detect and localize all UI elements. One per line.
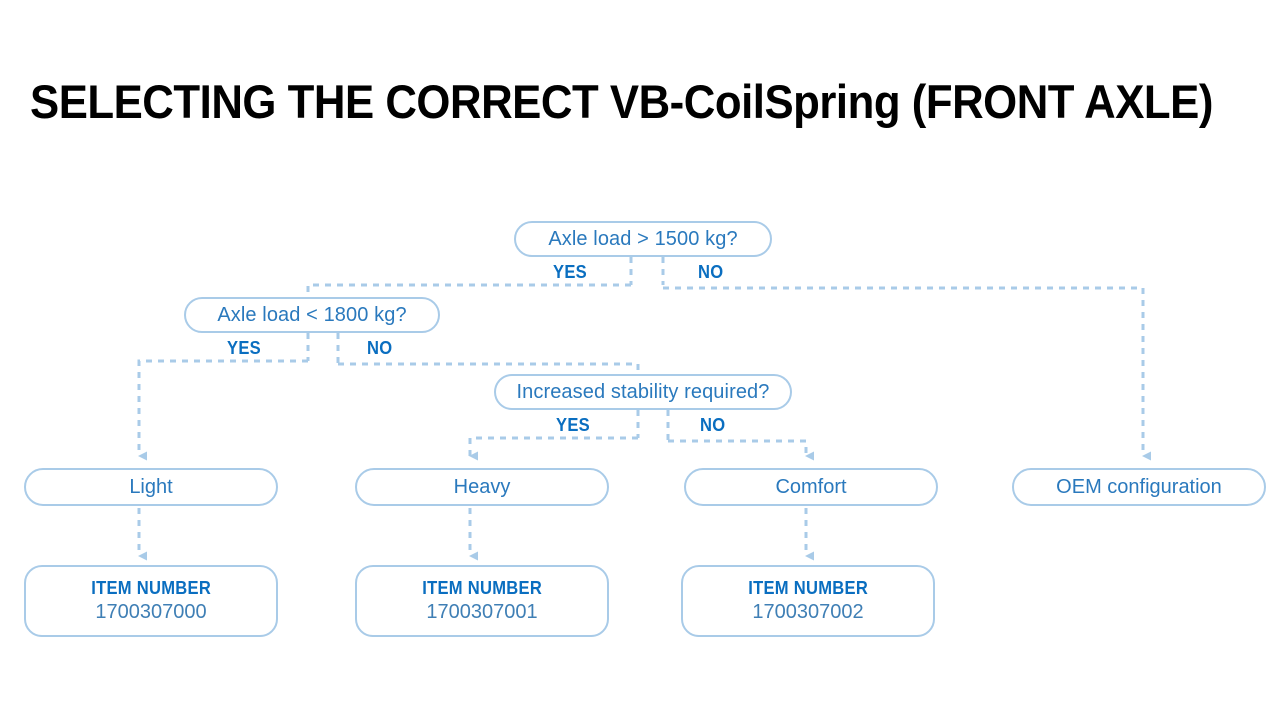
item-number-value: 1700307001 <box>426 601 538 623</box>
branch-label-q3-no: NO <box>700 415 726 435</box>
result-node-oem-configuration[interactable]: OEM configuration <box>1012 468 1266 506</box>
decision-label: Axle load < 1800 kg? <box>217 303 407 326</box>
edge-q1-to-oem <box>663 286 1151 461</box>
item-number-value: 1700307000 <box>95 601 207 623</box>
decision-label: Increased stability required? <box>516 380 770 403</box>
result-node-light[interactable]: Light <box>24 468 278 506</box>
edge-q3-to-heavy <box>468 436 638 461</box>
item-number-label: ITEM NUMBER <box>91 578 211 598</box>
result-label: Heavy <box>453 475 511 498</box>
item-number-label: ITEM NUMBER <box>422 578 542 598</box>
edge-q2-to-q3 <box>338 362 640 376</box>
page-title: SELECTING THE CORRECT VB-CoilSpring (FRO… <box>30 75 1213 128</box>
edge-q3-to-comfort <box>668 439 814 461</box>
decision-node-increased-stability[interactable]: Increased stability required? <box>494 374 792 410</box>
branch-label-q1-no: NO <box>698 262 724 282</box>
result-label: Comfort <box>775 475 847 498</box>
item-number-box-light[interactable]: ITEM NUMBER 1700307000 <box>24 565 278 637</box>
result-label: OEM configuration <box>1056 475 1222 498</box>
item-number-box-heavy[interactable]: ITEM NUMBER 1700307001 <box>355 565 609 637</box>
branch-label-q3-yes: YES <box>556 415 590 435</box>
item-number-label: ITEM NUMBER <box>748 578 868 598</box>
decision-label: Axle load > 1500 kg? <box>548 227 738 250</box>
branch-label-q2-yes: YES <box>227 338 261 358</box>
result-node-comfort[interactable]: Comfort <box>684 468 938 506</box>
item-number-value: 1700307002 <box>752 601 864 623</box>
branch-label-q1-yes: YES <box>553 262 587 282</box>
result-label: Light <box>129 475 173 498</box>
decision-node-axle-load-1800[interactable]: Axle load < 1800 kg? <box>184 297 440 333</box>
edge-q2-to-light <box>137 359 308 461</box>
decision-node-axle-load-1500[interactable]: Axle load > 1500 kg? <box>514 221 772 257</box>
branch-label-q2-no: NO <box>367 338 393 358</box>
item-number-box-comfort[interactable]: ITEM NUMBER 1700307002 <box>681 565 935 637</box>
result-node-heavy[interactable]: Heavy <box>355 468 609 506</box>
